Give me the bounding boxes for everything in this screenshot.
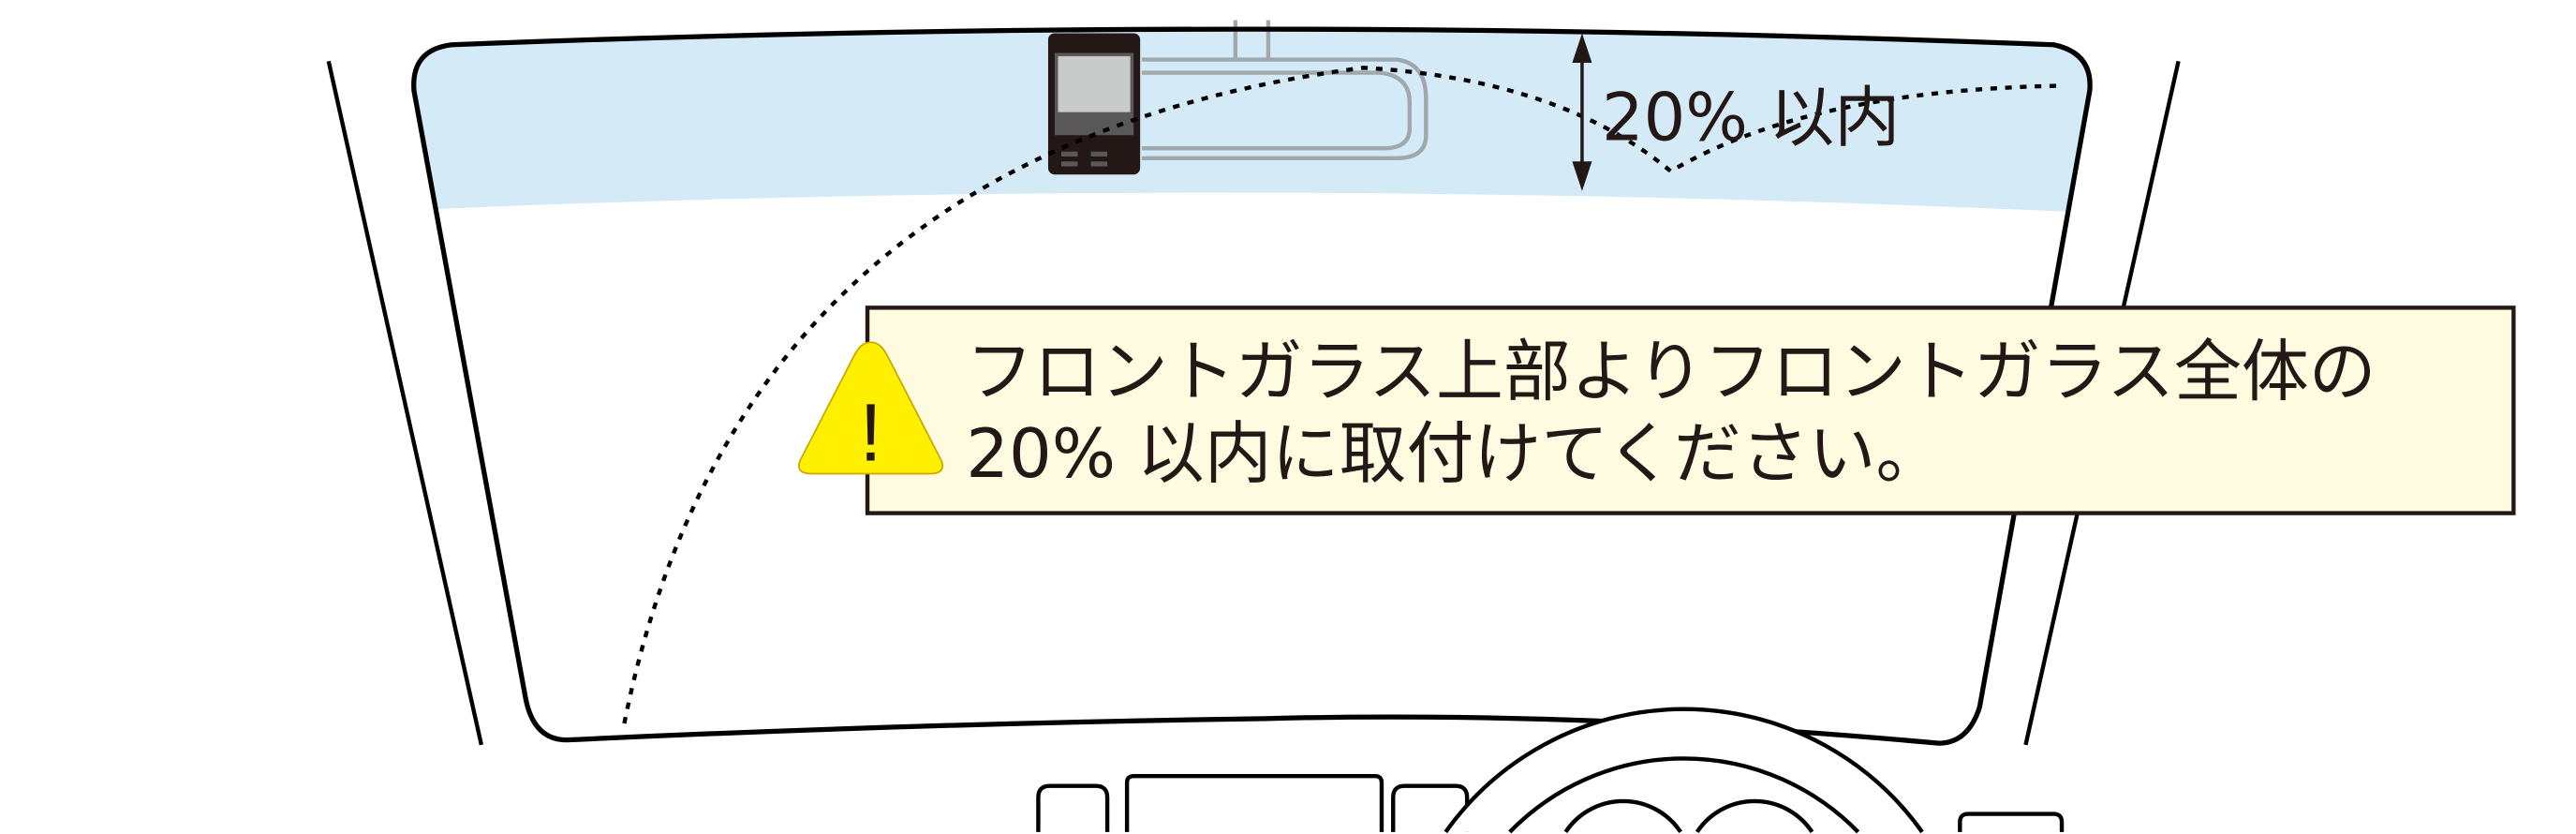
rear-view-mirror — [1141, 20, 1429, 160]
gauge-left — [1563, 798, 1682, 834]
gauge-right — [1695, 798, 1814, 834]
height-arrow-icon — [1572, 33, 1592, 191]
height-limit-label: 20% 以内 — [1602, 79, 1900, 156]
exclamation-triangle-icon: ! — [798, 341, 944, 478]
dashboard — [1036, 707, 2065, 834]
side-vent — [1958, 812, 2065, 832]
dashcam-icon — [1047, 33, 1141, 175]
center-display — [1124, 774, 1384, 832]
warning-callout: フロントガラス上部よりフロントガラス全体の 20% 以内に取付けてください。 — [865, 305, 2516, 515]
top-20-percent-band — [413, 29, 2091, 215]
left-vent — [1036, 783, 1110, 832]
callout-line-1: フロントガラス上部よりフロントガラス全体の — [966, 332, 2376, 410]
left-a-pillar — [326, 60, 484, 746]
right-vent — [1391, 783, 1470, 832]
callout-line-2: 20% 以内に取付けてください。 — [966, 414, 1943, 493]
warning-mark: ! — [859, 386, 881, 478]
